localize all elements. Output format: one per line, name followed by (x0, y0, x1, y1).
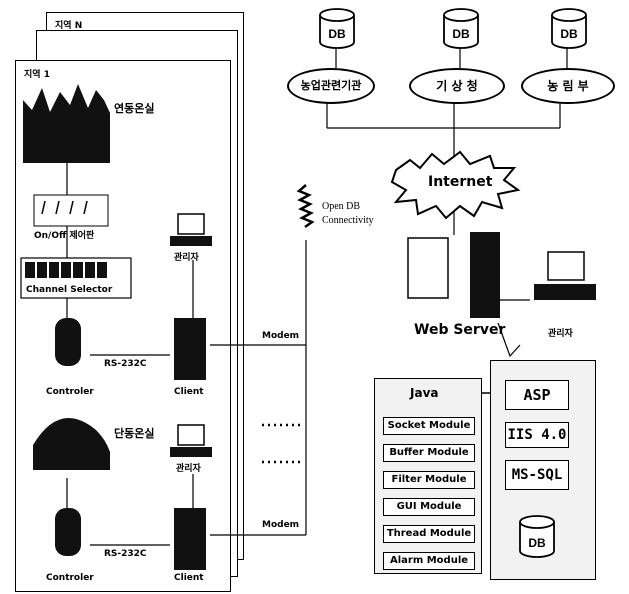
db-icon-org2: DB (443, 8, 479, 49)
greenhouse2-controller-label: Controler (46, 573, 94, 583)
greenhouse2-title: 단동온실 (114, 427, 155, 440)
org-oval-weather-service: 기 상 청 (409, 68, 505, 104)
region-front-label: 지역 1 (24, 70, 50, 80)
greenhouse1-switch-label: On/Off 제어판 (34, 231, 95, 241)
greenhouse2-link-label: RS-232C (104, 549, 147, 559)
stack-db-icon: DB (519, 515, 555, 558)
greenhouse2-admin-label: 관리자 (176, 464, 201, 474)
server-admin-label: 관리자 (548, 329, 573, 339)
java-module-filter: Filter Module (383, 471, 475, 489)
greenhouse1-controller-label: Controler (46, 387, 94, 397)
stack-iis: IIS 4.0 (505, 422, 569, 448)
java-module-socket: Socket Module (383, 417, 475, 435)
greenhouse1-selector-label: Channel Selector (26, 285, 113, 295)
db-label-org1: DB (328, 27, 346, 41)
org3-label: 농 림 부 (547, 79, 589, 93)
org2-label: 기 상 청 (436, 79, 478, 93)
greenhouse1-client-label: Client (174, 387, 204, 397)
greenhouse1-admin-label: 관리자 (174, 253, 199, 263)
org-oval-agriculture-ministry: 농 림 부 (521, 68, 615, 104)
java-title: Java (410, 386, 439, 400)
greenhouse2-client-label: Client (174, 573, 204, 583)
db-icon-org3: DB (551, 8, 587, 49)
greenhouse1-link-label: RS-232C (104, 359, 147, 369)
stack-asp: ASP (505, 380, 569, 410)
java-module-alarm: Alarm Module (383, 552, 475, 570)
greenhouse1-title: 연동온실 (114, 102, 155, 115)
db-label-org2: DB (452, 27, 470, 41)
java-module-buffer: Buffer Module (383, 444, 475, 462)
internet-label: Internet (428, 174, 493, 190)
db-icon-org1: DB (319, 8, 355, 49)
stack-mssql: MS-SQL (505, 460, 569, 490)
region-back-label: 지역 N (55, 21, 83, 31)
greenhouse1-modem-label: Modem (262, 331, 300, 341)
org-oval-agriculture-agency: 농업관련기관 (287, 68, 375, 104)
odbc-label: Open DB Connectivity (322, 201, 374, 226)
stack-db-label: DB (528, 536, 546, 550)
greenhouse2-modem-label: Modem (262, 520, 300, 530)
java-module-gui: GUI Module (383, 498, 475, 516)
web-server-label: Web Server (414, 322, 506, 338)
org1-label: 농업관련기관 (300, 79, 362, 92)
db-label-org3: DB (560, 27, 578, 41)
java-module-thread: Thread Module (383, 525, 475, 543)
